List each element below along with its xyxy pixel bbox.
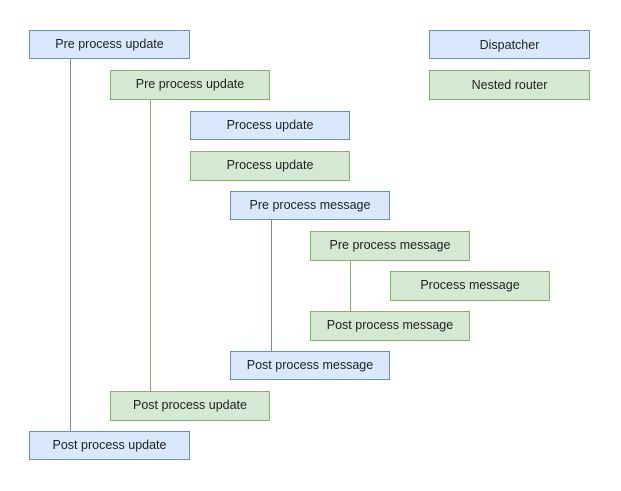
connector-dispatcher-message-span xyxy=(271,220,272,351)
node-router-process-message[interactable]: Process message xyxy=(390,271,550,301)
legend-item-nested-router[interactable]: Nested router xyxy=(429,70,590,100)
node-label: Post process message xyxy=(326,318,454,333)
node-router-post-process-update[interactable]: Post process update xyxy=(110,391,270,421)
legend-item-label: Dispatcher xyxy=(479,37,540,52)
node-dispatcher-pre-process-update[interactable]: Pre process update xyxy=(29,30,190,59)
node-label: Post process update xyxy=(133,398,247,413)
node-label: Pre process message xyxy=(249,197,371,212)
node-router-process-update[interactable]: Process update xyxy=(190,151,350,181)
node-label: Process update xyxy=(226,158,314,173)
legend-item-dispatcher[interactable]: Dispatcher xyxy=(429,30,590,59)
node-dispatcher-post-process-update[interactable]: Post process update xyxy=(29,431,190,460)
node-dispatcher-process-update[interactable]: Process update xyxy=(190,111,350,140)
node-router-pre-process-update[interactable]: Pre process update xyxy=(110,70,270,100)
node-label: Process update xyxy=(226,117,314,132)
node-dispatcher-post-process-message[interactable]: Post process message xyxy=(230,351,390,380)
node-label: Process message xyxy=(420,278,520,293)
node-label: Pre process update xyxy=(55,36,164,51)
connector-router-message-span xyxy=(350,261,351,311)
node-dispatcher-pre-process-message[interactable]: Pre process message xyxy=(230,191,390,220)
node-label: Post process update xyxy=(52,437,167,452)
node-router-pre-process-message[interactable]: Pre process message xyxy=(310,231,470,261)
node-label: Pre process message xyxy=(329,238,451,253)
connector-router-update-span xyxy=(150,100,151,391)
node-label: Pre process update xyxy=(135,77,245,92)
connector-dispatcher-update-span xyxy=(70,59,71,431)
legend-item-label: Nested router xyxy=(471,78,548,92)
node-router-post-process-message[interactable]: Post process message xyxy=(310,311,470,341)
node-label: Post process message xyxy=(246,357,374,372)
